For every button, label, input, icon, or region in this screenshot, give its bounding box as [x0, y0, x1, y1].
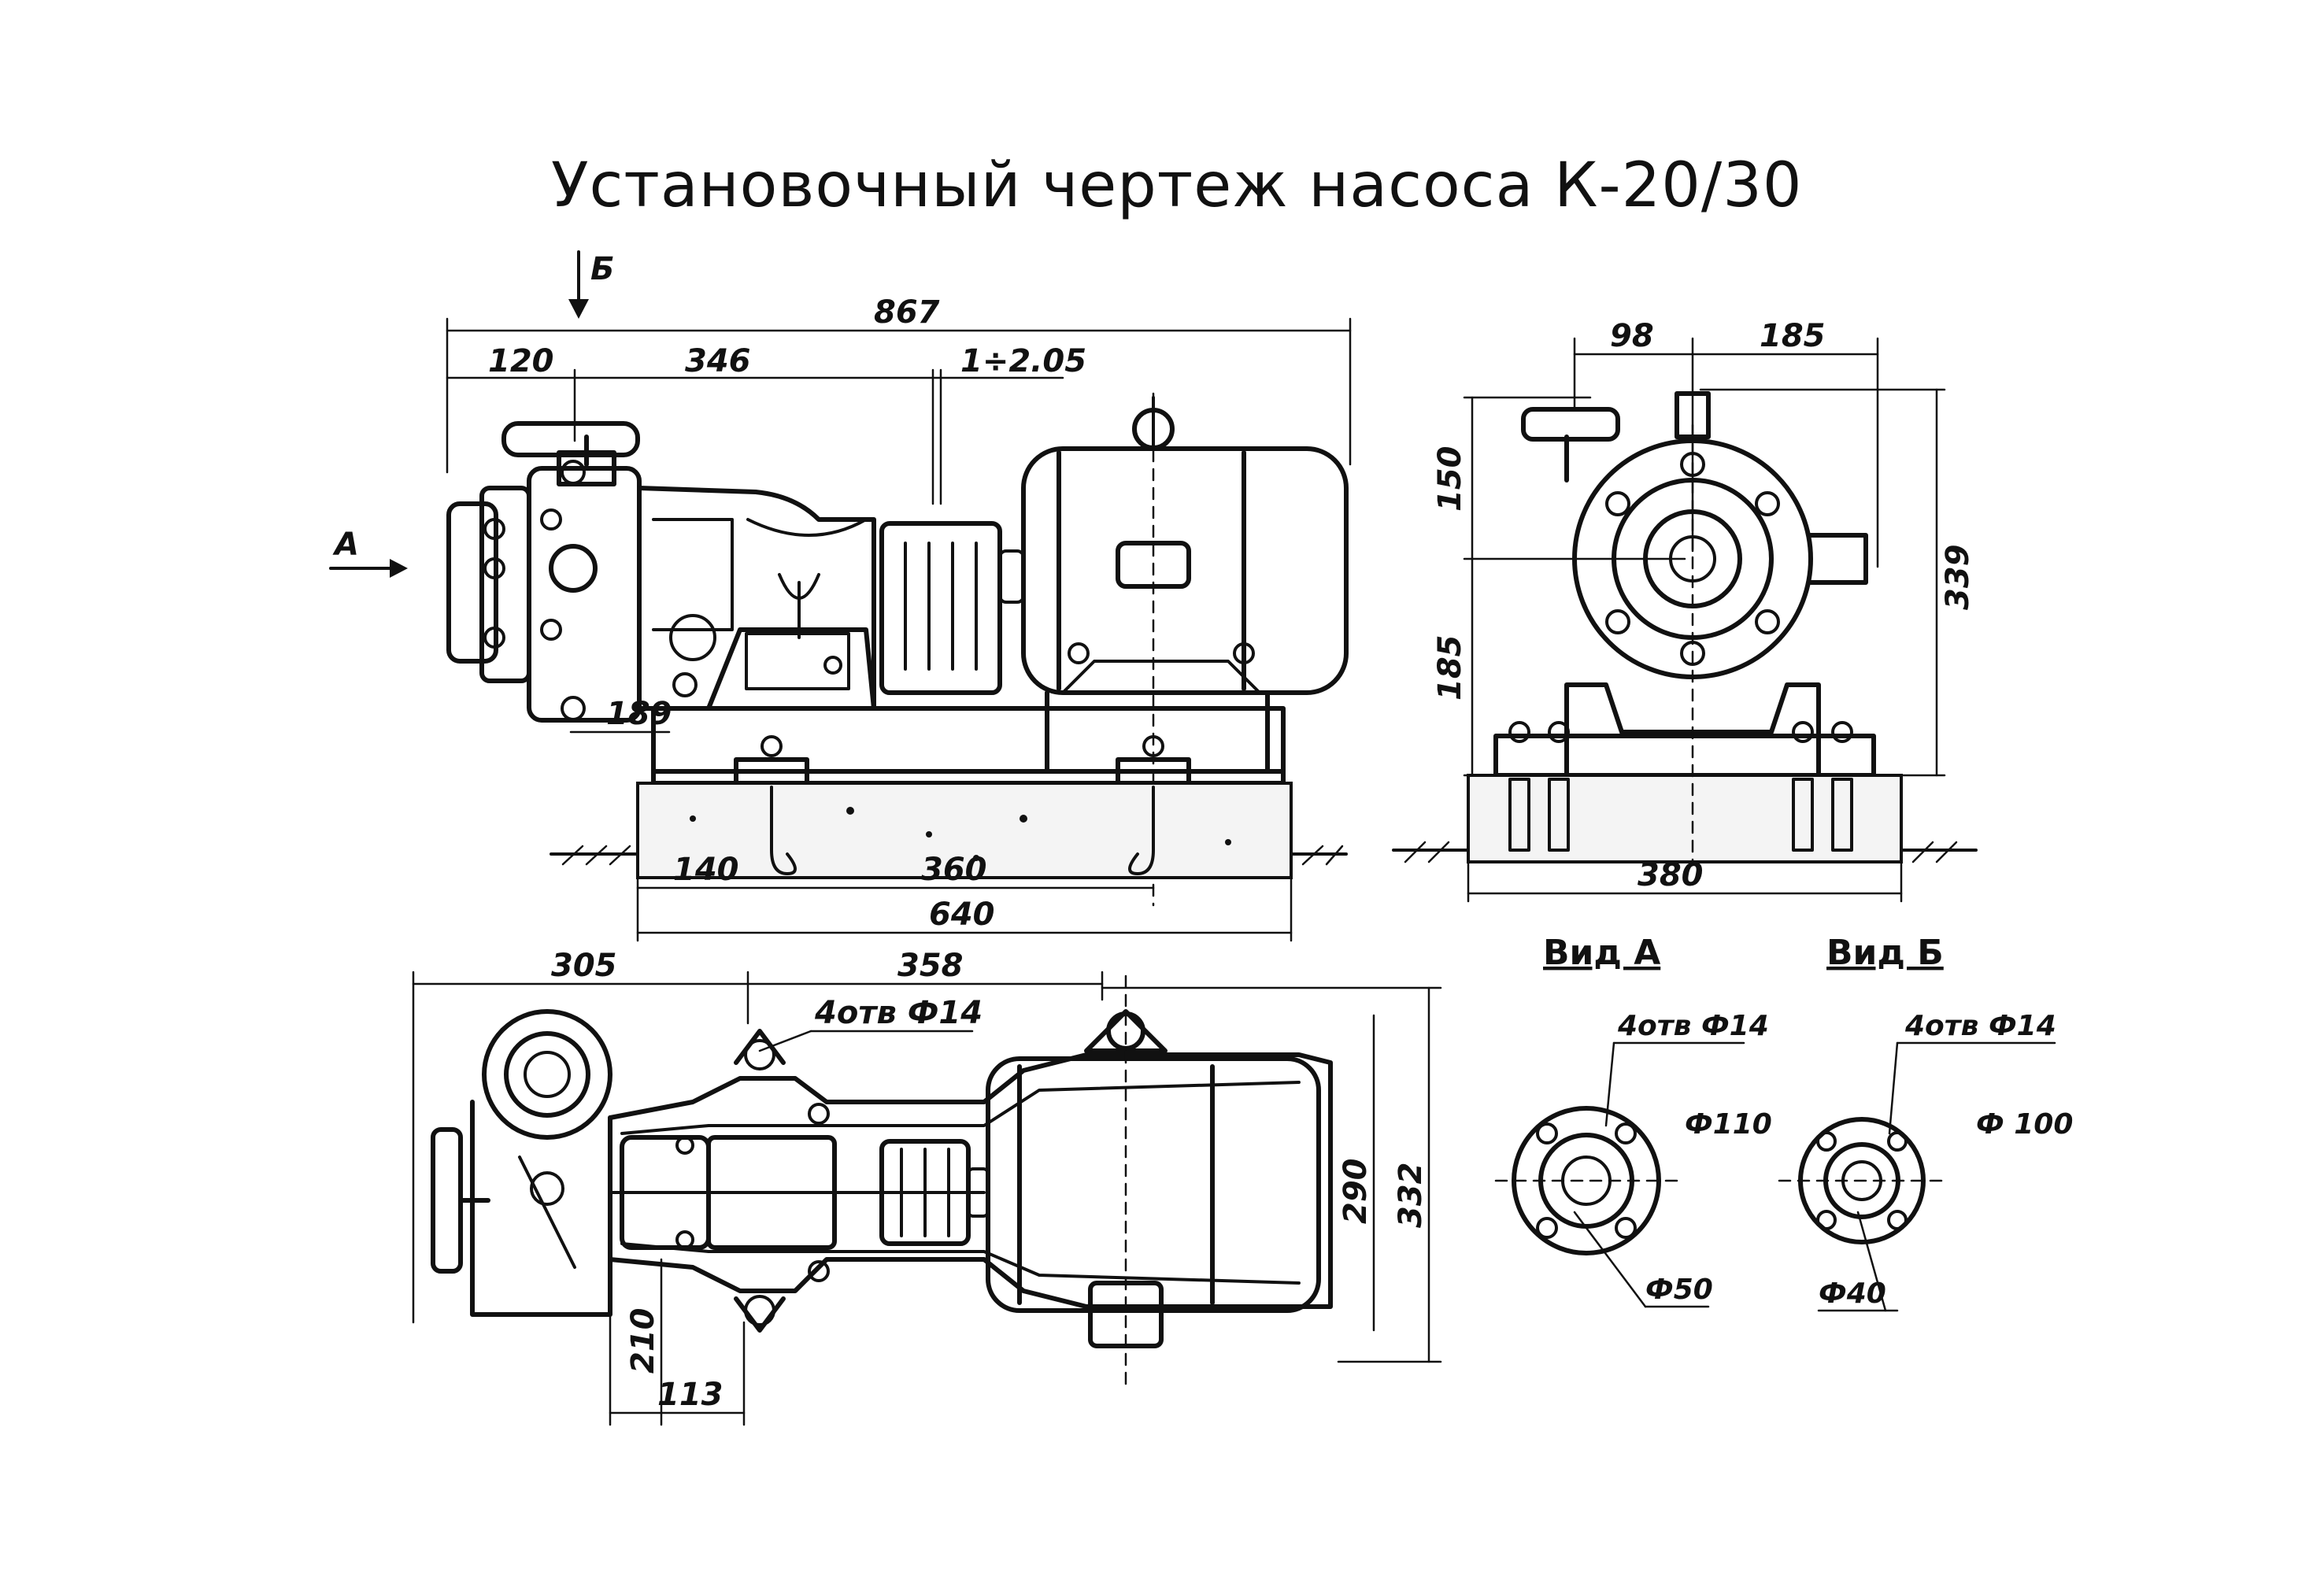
dim-339: 339 [1699, 388, 1976, 777]
coupling [879, 521, 1025, 695]
view-a-holes-label: 4отв Ф14 [1617, 1010, 1769, 1042]
dim-150-185: 150 185 [1432, 396, 1686, 777]
dim-189: 189 [569, 696, 672, 734]
dim-358-label: 358 [897, 948, 964, 984]
plan-motor [986, 974, 1321, 1387]
dim-1205-label: 1÷2.05 [960, 343, 1086, 379]
suction-flange [446, 486, 531, 683]
dim-346-label: 346 [685, 343, 751, 379]
dim-113-label: 113 [657, 1377, 723, 1413]
view-b-holes-label: 4отв Ф14 [1904, 1010, 2056, 1042]
dim-380: 380 [1467, 857, 1903, 903]
holes-callout: 4отв Ф14 [758, 995, 983, 1052]
view-a: Вид А 4отв Ф14 Ф110 Ф50 [1494, 933, 1772, 1308]
dim-98-label: 98 [1610, 318, 1654, 354]
end-pump-body [1521, 391, 1868, 679]
plan-view: 305 358 4отв Ф14 [412, 948, 1442, 1426]
dim-640-label: 640 [929, 897, 995, 933]
dim-339-label: 339 [1940, 545, 1976, 611]
dim-189-label: 189 [606, 696, 672, 732]
dim-210-label: 210 [625, 1308, 661, 1374]
end-view: 98 185 150 185 339 [1392, 318, 1978, 903]
section-label-b: Б [590, 251, 615, 287]
dim-332-label: 332 [1393, 1163, 1429, 1229]
dim-150-label: 150 [1432, 446, 1468, 512]
plan-shaft [609, 1103, 986, 1282]
section-arrow-a: А [329, 527, 408, 578]
view-a-inner-dia: Ф50 [1645, 1274, 1713, 1306]
plan-base-frame [608, 1029, 1333, 1333]
plan-pump [431, 1009, 612, 1317]
dim-210-113: 210 113 [609, 1258, 746, 1426]
pump-casing [501, 421, 876, 723]
dim-867: 867 [446, 294, 1352, 474]
baseplate [651, 706, 1286, 789]
dim-290-332: 290 332 [1101, 986, 1442, 1363]
drawing-title: Установочный чертеж насоса К-20/30 [551, 150, 1802, 221]
dim-305-358: 305 358 [412, 948, 1104, 1324]
dim-chain-top: 120 346 1÷2.05 [446, 343, 1086, 505]
dim-185-top-label: 185 [1760, 318, 1826, 354]
view-b: Вид Б 4отв Ф14 Ф 100 Ф40 [1778, 933, 2073, 1312]
dim-140-label: 140 [673, 852, 739, 888]
view-b-inner-dia: Ф40 [1819, 1278, 1886, 1310]
dim-120-label: 120 [488, 343, 554, 379]
view-a-label: Вид А [1543, 933, 1660, 973]
dim-185-label: 185 [1432, 635, 1468, 701]
view-a-outer-dia: Ф110 [1685, 1108, 1772, 1141]
dim-305-label: 305 [551, 948, 617, 984]
end-stand [1392, 423, 1978, 863]
dim-360-label: 360 [921, 852, 987, 888]
dim-380-label: 380 [1638, 857, 1704, 893]
plan-holes-label: 4отв Ф14 [814, 995, 983, 1031]
view-b-outer-dia: Ф 100 [1976, 1108, 2073, 1141]
view-b-label: Вид Б [1826, 933, 1944, 973]
section-label-a: А [332, 527, 359, 563]
section-arrow-b: Б [568, 250, 615, 319]
pump-stand [672, 627, 876, 711]
dim-867-label: 867 [874, 294, 940, 331]
foundation [550, 782, 1348, 879]
electric-motor [1021, 392, 1349, 907]
dim-290-label: 290 [1338, 1159, 1374, 1225]
dim-chain-bottom: 140 360 640 [636, 852, 1293, 942]
side-view: Б А 867 120 346 1÷2.05 [329, 250, 1352, 942]
